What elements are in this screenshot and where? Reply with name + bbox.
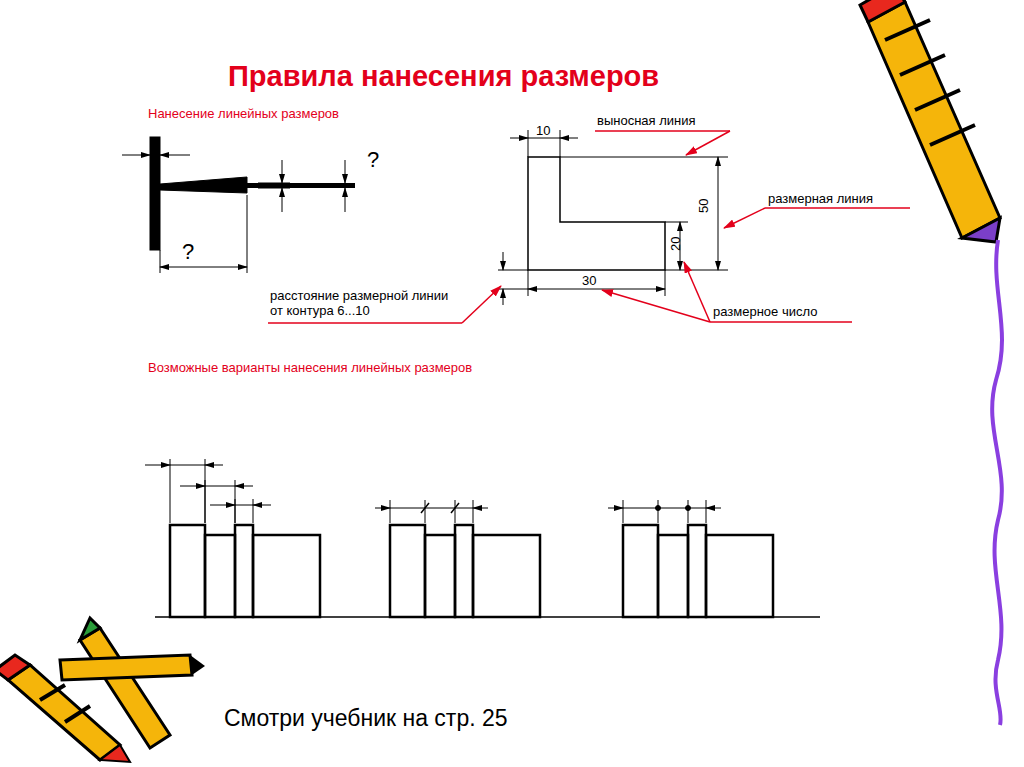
part-figure [122,137,355,273]
callout-leader [268,131,910,323]
dimension-number: 50 [697,199,712,213]
unknown-dimension: ? [367,147,379,172]
callout-text: расстояние размерной линии от контура 6.… [270,289,460,319]
section-heading: Возможные варианты нанесения линейных ра… [148,361,472,376]
wavy-line [992,240,1002,725]
callout-text: выносная линия [597,114,696,129]
caption: Смотри учебник на стр. 25 [224,705,508,731]
slide-title: Правила нанесения размеров [228,60,659,93]
dimension-number: 20 [669,237,684,251]
shaft-variants [145,459,820,617]
dimension-number: 10 [536,124,550,139]
pencil-decoration [860,0,1000,242]
callout-text: размерное число [713,305,817,320]
section-heading: Нанесение линейных размеров [148,107,339,122]
l-part-figure [498,130,728,305]
callout-text: размерная линия [768,192,873,207]
unknown-dimension: ? [182,239,194,264]
pencil-decoration [0,618,205,762]
dimension-number: 30 [582,274,596,289]
